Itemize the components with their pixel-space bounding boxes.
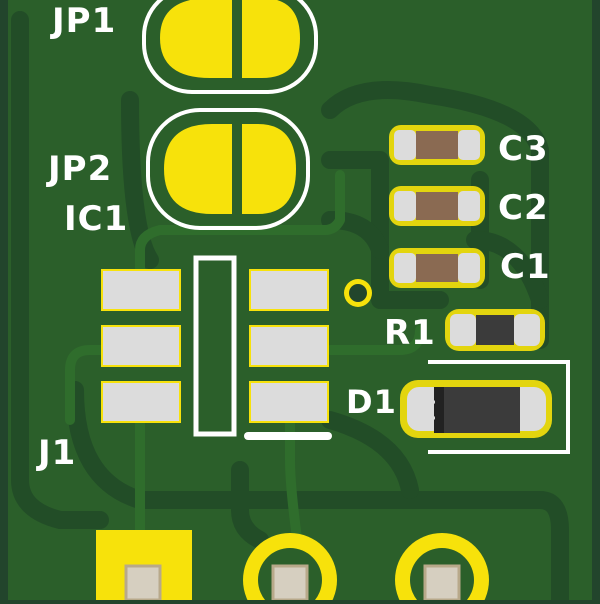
jp1-pad-left[interactable] — [160, 0, 232, 78]
jp1-pad-right[interactable] — [242, 0, 300, 78]
ic1-outline — [193, 255, 237, 437]
r1-designator: R1 — [384, 313, 436, 353]
jp2-pad-right[interactable] — [242, 124, 296, 214]
c2-capacitor[interactable] — [389, 186, 485, 226]
ic1-chip[interactable] — [101, 255, 332, 440]
ic1-pad-5[interactable] — [249, 325, 329, 367]
d1-diode[interactable] — [400, 360, 570, 454]
r1-resistor[interactable] — [445, 309, 545, 351]
j1-pin-1-drill — [124, 564, 162, 602]
c3-capacitor[interactable] — [389, 125, 485, 165]
ic1-pad-4[interactable] — [249, 381, 329, 423]
ic1-pad-3[interactable] — [101, 381, 181, 423]
j1-designator: J1 — [38, 433, 77, 473]
c1-designator: C1 — [500, 247, 551, 287]
ic1-pad-1[interactable] — [101, 269, 181, 311]
c1-capacitor[interactable] — [389, 248, 485, 288]
ic1-pad-2[interactable] — [101, 325, 181, 367]
via[interactable] — [344, 279, 372, 307]
ic1-designator: IC1 — [64, 199, 129, 239]
jp2-pad-left[interactable] — [164, 124, 232, 214]
c3-designator: C3 — [498, 129, 549, 169]
jp2-solder-jumper[interactable] — [146, 108, 310, 230]
ic1-pad-6[interactable] — [249, 269, 329, 311]
j1-pin-2-drill — [271, 564, 309, 602]
d1-designator: D1 — [346, 383, 397, 421]
j1-header[interactable] — [96, 530, 489, 604]
jp1-solder-jumper[interactable] — [142, 0, 318, 94]
jp1-designator: JP1 — [52, 1, 117, 41]
c2-designator: C2 — [498, 188, 549, 228]
d1-cathode-band — [434, 387, 444, 433]
jp2-designator: JP2 — [48, 149, 113, 189]
ic1-pin1-marker — [244, 432, 332, 440]
j1-pin-3-drill — [423, 564, 461, 602]
